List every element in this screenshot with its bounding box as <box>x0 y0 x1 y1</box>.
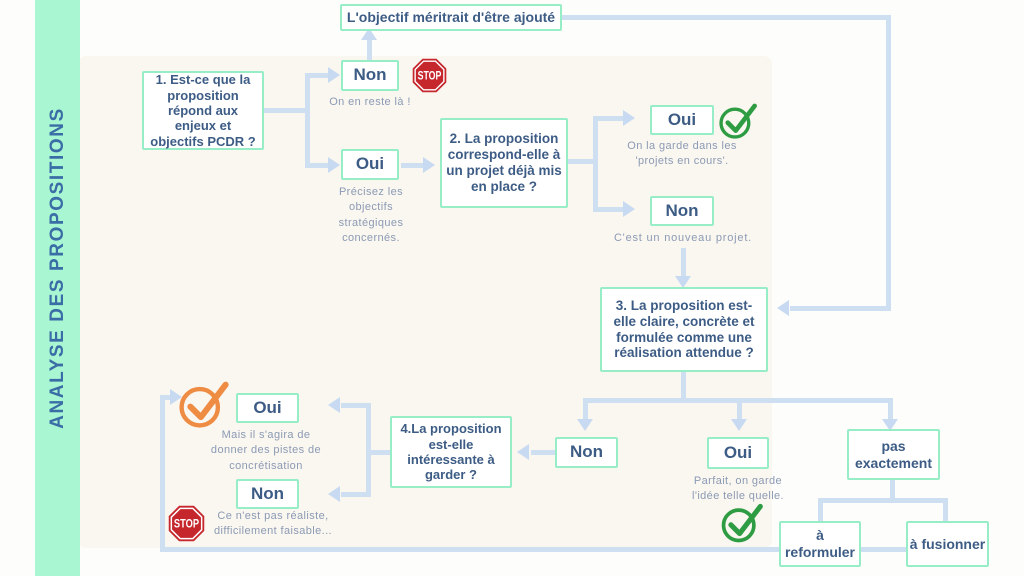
flow-line <box>160 395 165 550</box>
caption-q2-oui: On la garde dans les 'projets en cours'. <box>627 140 737 168</box>
box-question-3-label: 3. La proposition est-elle claire, concr… <box>613 297 755 361</box>
box-q2-non-label: Non <box>665 200 699 220</box>
caption-q2-non: C'est un nouveau projet. <box>613 232 753 244</box>
stop-sign-text: STOP <box>418 70 442 82</box>
arrowhead-right-icon <box>328 157 340 173</box>
flow-line <box>341 492 366 497</box>
flow-line <box>367 39 372 61</box>
flow-line <box>943 503 948 523</box>
checkmark-orange-icon <box>175 377 230 432</box>
box-q3-non: Non <box>555 437 618 468</box>
box-q3-non-label: Non <box>569 442 604 462</box>
box-q1-non-label: Non <box>353 65 387 85</box>
page-title: ANALYSE DES PROPOSITIONS <box>46 106 68 429</box>
flow-line <box>366 403 371 497</box>
flow-line <box>160 547 907 552</box>
box-question-1: 1. Est-ce que la proposition répond aux … <box>142 71 264 150</box>
box-a-reformuler: à reformuler <box>779 521 861 567</box>
flow-line <box>568 159 598 164</box>
arrowhead-up-icon <box>361 28 377 40</box>
checkmark-green-icon <box>716 100 758 142</box>
box-a-fusionner: à fusionner <box>906 521 989 567</box>
flow-line <box>583 403 588 419</box>
arrowhead-down-icon <box>731 419 747 431</box>
flow-line <box>263 108 307 113</box>
box-objective-label: L'objectif méritrait d'être ajouté <box>346 9 556 26</box>
stop-sign-text: STOP <box>174 517 199 531</box>
box-q4-non: Non <box>236 479 299 509</box>
flow-line <box>888 403 893 419</box>
arrowhead-left-icon <box>517 444 529 460</box>
caption-q4-non: Ce n'est pas réaliste, difficilement fai… <box>213 510 333 538</box>
flow-line <box>790 306 891 311</box>
box-a-fusionner-label: à fusionner <box>909 535 986 552</box>
flow-line <box>583 398 893 403</box>
caption-q1-non: On en reste là ! <box>329 96 411 108</box>
box-q4-oui: Oui <box>236 393 299 423</box>
box-q4-oui-label: Oui <box>253 397 282 417</box>
flow-line <box>598 207 623 212</box>
arrowhead-right-icon <box>623 201 635 217</box>
box-question-4: 4.La proposition est-elle intéressante à… <box>390 416 512 488</box>
box-q3-oui-label: Oui <box>723 442 753 462</box>
stop-sign-icon: STOP <box>168 505 205 542</box>
arrowhead-left-icon <box>777 300 789 316</box>
box-q2-oui: Oui <box>650 105 714 135</box>
arrowhead-right-icon <box>328 67 340 83</box>
arrowhead-right-icon <box>623 110 635 126</box>
arrowhead-right-icon <box>170 389 182 405</box>
arrowhead-down-icon <box>577 419 593 431</box>
flow-line <box>818 498 948 503</box>
box-q1-oui-label: Oui <box>355 154 385 174</box>
stop-sign-icon: STOP <box>412 58 447 93</box>
flow-line <box>562 15 890 20</box>
box-question-1-label: 1. Est-ce que la proposition répond aux … <box>150 72 256 149</box>
arrowhead-down-icon <box>882 419 898 431</box>
box-q2-oui-label: Oui <box>667 109 697 129</box>
flow-line <box>886 15 891 310</box>
flow-line <box>593 116 598 212</box>
arrowhead-left-icon <box>328 397 340 413</box>
box-q4-non-label: Non <box>250 483 285 503</box>
box-question-2-label: 2. La proposition correspond-elle à un p… <box>446 131 562 194</box>
flow-line <box>598 116 623 121</box>
flow-line <box>160 395 170 400</box>
box-q1-oui: Oui <box>341 149 399 180</box>
box-q2-non: Non <box>650 196 714 226</box>
flow-line <box>531 450 555 455</box>
sidebar: ANALYSE DES PROPOSITIONS <box>35 0 80 576</box>
flow-line <box>310 73 328 78</box>
flow-line <box>818 503 823 523</box>
arrowhead-down-icon <box>675 276 691 288</box>
flow-line <box>401 163 423 168</box>
box-q3-oui: Oui <box>707 437 769 469</box>
caption-q3-oui: Parfait, on garde l'idée telle quelle. <box>691 475 785 503</box>
box-question-3: 3. La proposition est-elle claire, concr… <box>600 287 768 372</box>
checkmark-green-icon <box>718 500 764 546</box>
arrowhead-right-icon <box>423 157 435 173</box>
box-a-reformuler-label: à reformuler <box>784 527 856 560</box>
box-q3-pas-exactement-label: pas exactement <box>854 437 933 471</box>
flow-line <box>366 450 390 455</box>
flow-line <box>305 73 310 168</box>
box-objective: L'objectif méritrait d'être ajouté <box>340 4 562 31</box>
flow-line <box>681 372 686 400</box>
box-question-2: 2. La proposition correspond-elle à un p… <box>440 118 568 208</box>
box-q1-non: Non <box>341 60 399 91</box>
box-question-4-label: 4.La proposition est-elle intéressante à… <box>400 421 502 483</box>
flow-line <box>310 163 328 168</box>
flow-line <box>341 403 366 408</box>
flow-line <box>890 480 895 500</box>
flow-line <box>737 403 742 419</box>
arrowhead-left-icon <box>328 486 340 502</box>
caption-q1-oui: Précisez les objectifs stratégiques conc… <box>338 186 404 245</box>
caption-q4-oui: Mais il s'agira de donner des pistes de … <box>210 429 322 472</box>
box-q3-pas-exactement: pas exactement <box>847 429 940 480</box>
flow-line <box>681 248 686 276</box>
